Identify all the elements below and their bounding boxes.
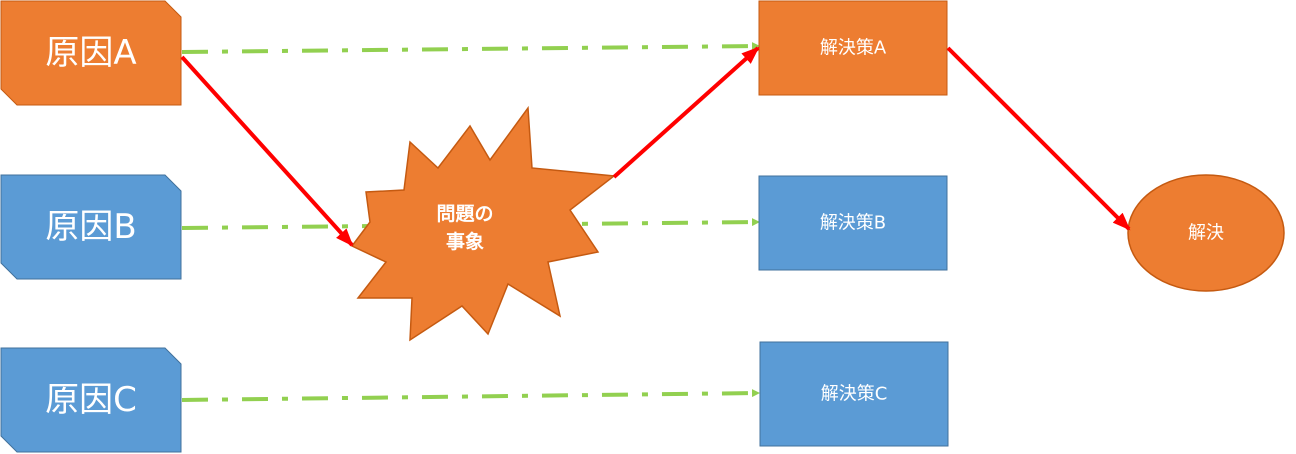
solution-c-label: 解決策C bbox=[821, 384, 888, 405]
dash-connector-c bbox=[181, 389, 760, 402]
result-label: 解決 bbox=[1188, 223, 1224, 244]
problem-label-line2: 事象 bbox=[446, 230, 484, 253]
solution-b-label: 解決策B bbox=[820, 213, 886, 234]
cause-a-label: 原因A bbox=[45, 33, 136, 73]
solution-c-node: 解決策C bbox=[759, 341, 949, 447]
red-arrow-cause-to-problem bbox=[180, 55, 354, 247]
result-node: 解決 bbox=[1127, 174, 1285, 292]
solution-a-label: 解決策A bbox=[820, 38, 887, 59]
dash-connector-b bbox=[181, 218, 760, 230]
solution-b-node: 解決策B bbox=[758, 175, 948, 271]
explosion-shape bbox=[350, 105, 616, 342]
cause-b-label: 原因B bbox=[45, 207, 136, 247]
dash-connector-a bbox=[181, 42, 760, 54]
red-arrow-problem-to-solution bbox=[612, 46, 760, 179]
cause-b-node: 原因B bbox=[0, 174, 182, 280]
solution-a-node: 解決策A bbox=[758, 0, 948, 96]
problem-node: 問題の 事象 bbox=[350, 105, 616, 342]
red-arrow-solution-to-result bbox=[946, 46, 1131, 231]
problem-label-line1: 問題の bbox=[436, 203, 493, 225]
cause-c-node: 原因C bbox=[0, 347, 182, 453]
cause-a-node: 原因A bbox=[0, 0, 182, 106]
cause-c-label: 原因C bbox=[45, 380, 137, 420]
